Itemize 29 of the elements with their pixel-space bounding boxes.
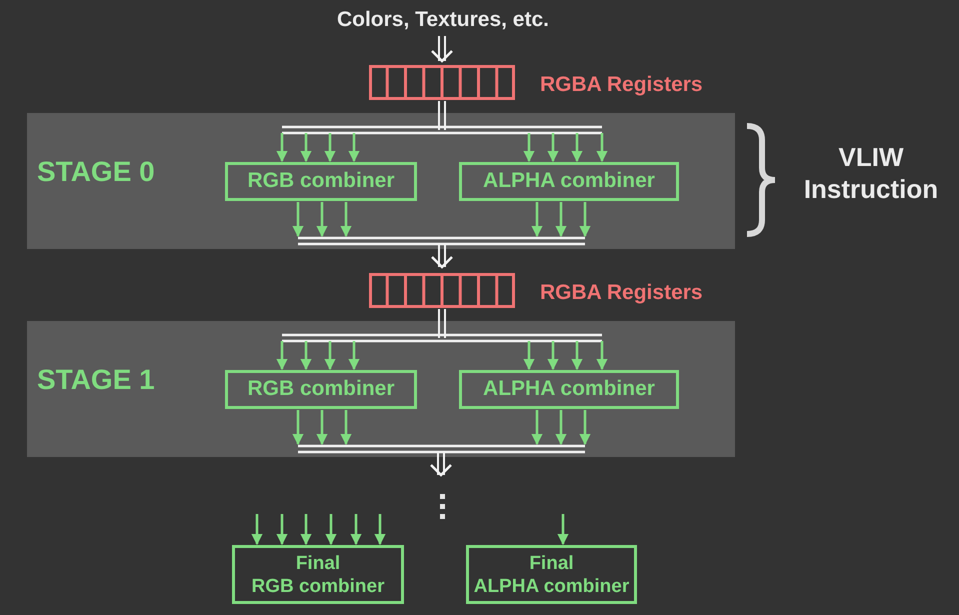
arrow xyxy=(442,334,608,370)
input-label: Colors, Textures, etc. xyxy=(300,6,586,34)
combiner-box: Final ALPHA combiner xyxy=(466,545,637,604)
register-label: RGBA Registers xyxy=(540,282,703,303)
combiner-box: ALPHA combiner xyxy=(459,162,679,201)
stage-label: STAGE 0 xyxy=(37,158,155,186)
combiner-box: RGB combiner xyxy=(225,162,417,201)
instruction-label: VLIW Instruction xyxy=(802,141,940,205)
stage-band xyxy=(27,321,735,457)
register-array xyxy=(369,65,515,100)
combiner-box: ALPHA combiner xyxy=(459,370,679,409)
bus-arrow xyxy=(430,452,452,477)
arrow xyxy=(442,126,608,162)
register-array xyxy=(369,273,515,308)
arrow xyxy=(292,410,441,454)
bus-arrow xyxy=(431,244,453,269)
arrow xyxy=(441,410,591,454)
stage-label: STAGE 1 xyxy=(37,366,155,394)
combiner-box: RGB combiner xyxy=(225,370,417,409)
arrow xyxy=(276,334,442,370)
stage-band xyxy=(27,113,735,249)
arrow xyxy=(251,514,386,546)
arrow xyxy=(276,126,442,162)
arrow xyxy=(292,202,442,246)
arrow xyxy=(442,202,591,246)
arrow xyxy=(557,514,569,546)
register-label: RGBA Registers xyxy=(540,74,703,95)
arrow xyxy=(431,36,453,63)
combiner-box: Final RGB combiner xyxy=(232,545,404,604)
